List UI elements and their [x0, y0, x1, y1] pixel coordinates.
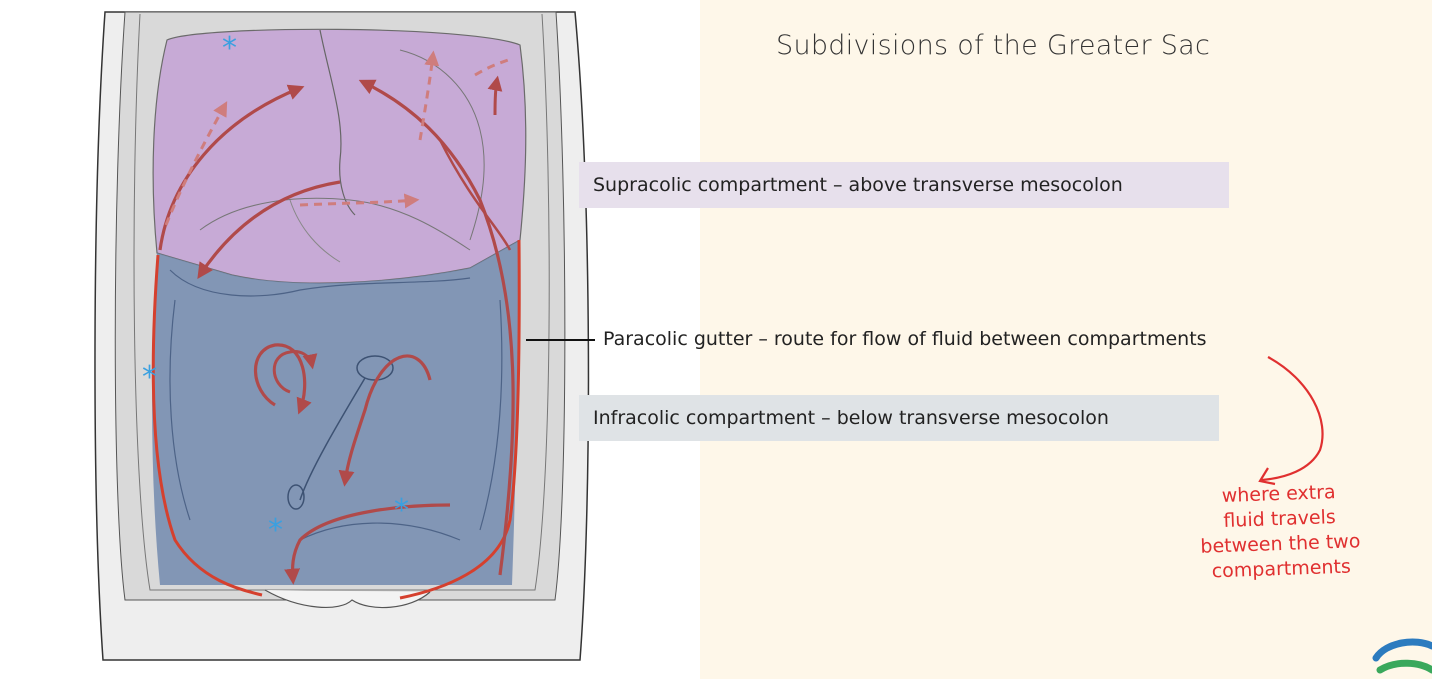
pelvic-outline — [264, 589, 431, 609]
flow-arrow-infra-bottom — [284, 503, 451, 585]
slide-title: Subdivisions of the Greater Sac — [776, 30, 1211, 61]
supracolic-label: Supracolic compartment – above transvers… — [579, 162, 1229, 208]
flow-arrow-infra-spiral — [253, 343, 312, 415]
flow-arrow-infra-spiral-inner — [272, 350, 318, 394]
asterisk-marker: * — [222, 31, 237, 66]
infracolic-label: Infracolic compartment – below transvers… — [579, 395, 1219, 441]
handwritten-note: where extra fluid travels between the tw… — [1178, 479, 1381, 586]
paracolic-label: Paracolic gutter – route for flow of flu… — [603, 328, 1207, 350]
flow-arrow-to-left-gutter — [197, 180, 341, 279]
flow-arrow-supra-right — [358, 79, 515, 576]
asterisk-marker: * — [268, 513, 283, 548]
flow-arrow-right-loop — [487, 75, 503, 116]
flow-arrow-dashed-2 — [299, 193, 420, 209]
flow-arrow-dashed-4 — [474, 58, 509, 77]
paracolic-leader-line — [526, 339, 595, 341]
asterisk-marker: * — [142, 360, 157, 395]
asterisk-marker: * — [394, 493, 409, 528]
right-paracolic-gutter-line — [399, 239, 521, 600]
flow-arrow-infra-right — [338, 354, 432, 487]
anatomy-figure: * * * * — [0, 0, 700, 679]
supracolic-region — [152, 28, 527, 284]
flow-arrow-dashed-1 — [164, 101, 228, 226]
flow-arrow-right-supra — [438, 139, 512, 251]
infracolic-region — [152, 240, 520, 585]
handdrawn-arrowhead — [1258, 467, 1276, 486]
logo-mark — [1372, 638, 1432, 674]
abdomen-illustration: * * * * — [94, 11, 590, 661]
left-paracolic-gutter-line — [151, 254, 263, 597]
handdrawn-curve-arrow — [1261, 356, 1324, 482]
flow-arrow-dashed-3 — [418, 50, 440, 141]
